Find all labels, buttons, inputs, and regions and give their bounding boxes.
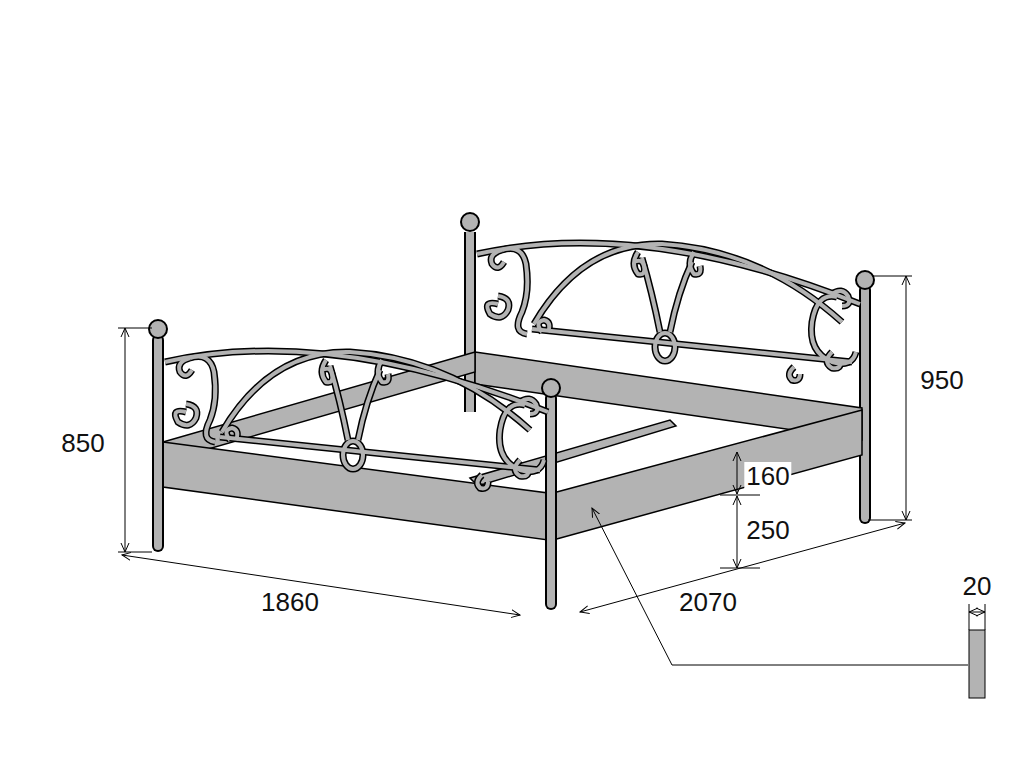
dimension-label: 1860 [259, 588, 321, 616]
dimension-label: 160 [744, 462, 791, 490]
dimension-label: 20 [961, 572, 994, 600]
dimension-label: 850 [59, 429, 106, 457]
dimension-label: 250 [744, 516, 791, 544]
dimension-label: 950 [918, 366, 965, 394]
dimension-label: 2070 [677, 588, 739, 616]
